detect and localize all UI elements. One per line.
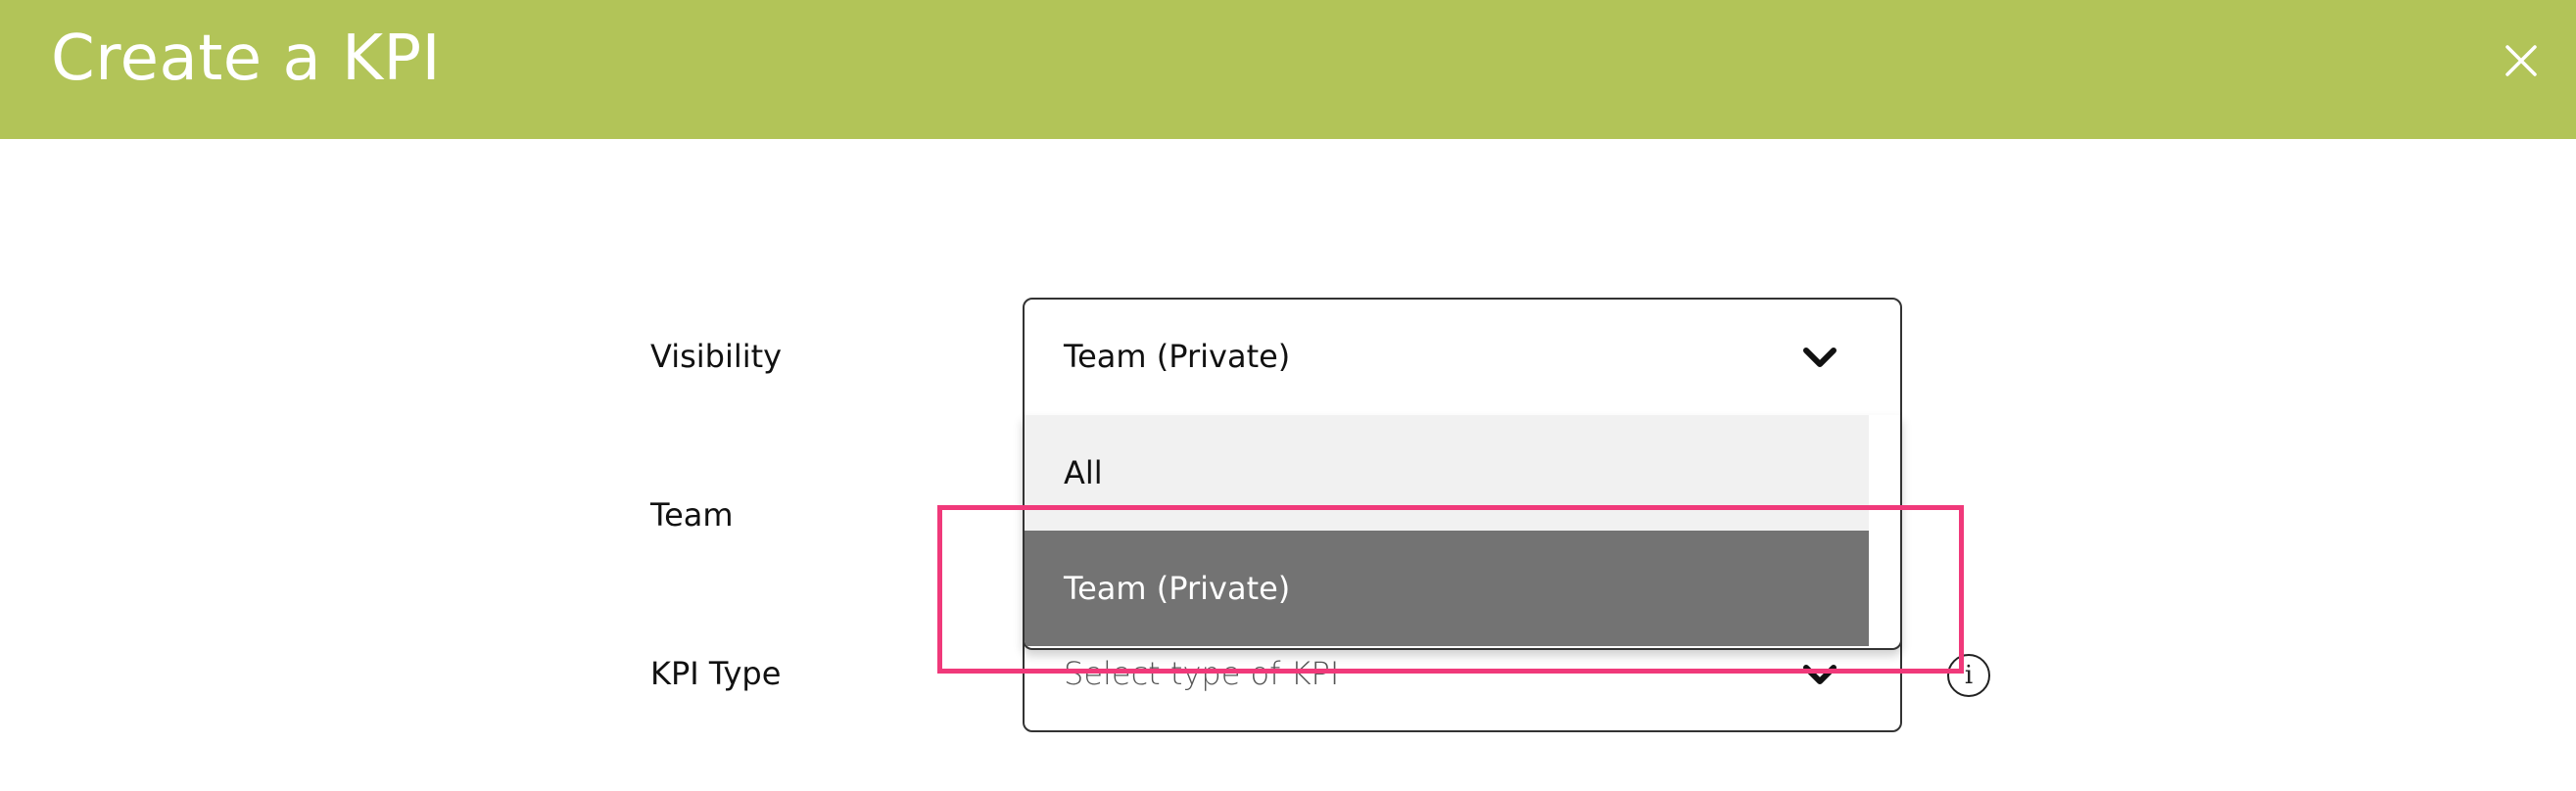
kpi-type-label: KPI Type	[650, 655, 782, 692]
dropdown-option-all[interactable]: All	[1025, 415, 1869, 531]
dialog-title: Create a KPI	[51, 23, 441, 95]
team-label: Team	[650, 496, 734, 534]
visibility-dropdown-menu: All Team (Private)	[1023, 415, 1902, 650]
close-button[interactable]	[2496, 35, 2547, 86]
info-icon[interactable]: i	[1947, 654, 1990, 697]
visibility-select[interactable]: Team (Private)	[1023, 298, 1902, 417]
chevron-down-icon[interactable]	[1800, 662, 1839, 687]
dialog-header: Create a KPI	[0, 0, 2576, 139]
chevron-up-icon[interactable]	[1800, 345, 1839, 370]
visibility-selected-value: Team (Private)	[1064, 338, 1291, 375]
close-icon	[2505, 45, 2537, 76]
visibility-label: Visibility	[650, 338, 783, 375]
dropdown-option-team-private[interactable]: Team (Private)	[1025, 531, 1869, 646]
kpi-type-placeholder: Select type of KPI	[1064, 655, 1340, 692]
